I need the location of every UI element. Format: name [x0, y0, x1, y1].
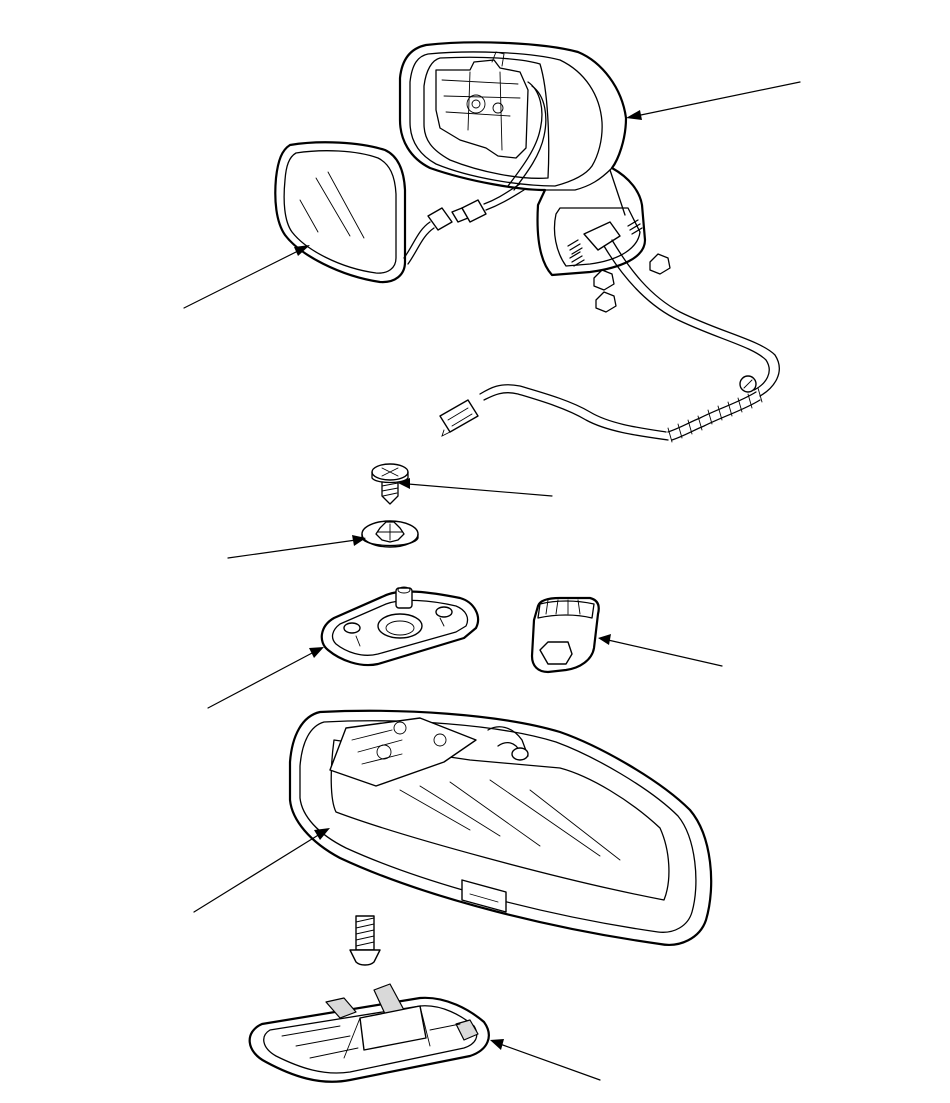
leader-mount-bracket	[207, 647, 324, 709]
leader-cover	[598, 634, 723, 667]
leader-door-mirror-housing	[626, 81, 801, 120]
door-mirror-housing-icon	[398, 41, 671, 313]
leader-washer	[227, 535, 366, 559]
leader-mirror-glass	[183, 245, 310, 309]
leader-mirror-base	[490, 1039, 601, 1081]
rearview-mirror-icon	[288, 709, 713, 946]
mirror-glass-icon	[274, 141, 469, 284]
mount-bracket-icon	[320, 586, 480, 667]
wire-harness-icon	[439, 183, 780, 443]
mirror-base-icon	[248, 983, 490, 1083]
cover-icon	[530, 596, 600, 674]
callout-leaders	[183, 81, 801, 1081]
screw-icon	[371, 463, 409, 505]
bolt-icon	[349, 915, 381, 966]
leader-screw	[398, 478, 553, 497]
leader-rearview-mirror	[193, 828, 330, 913]
washer-icon	[361, 520, 419, 548]
